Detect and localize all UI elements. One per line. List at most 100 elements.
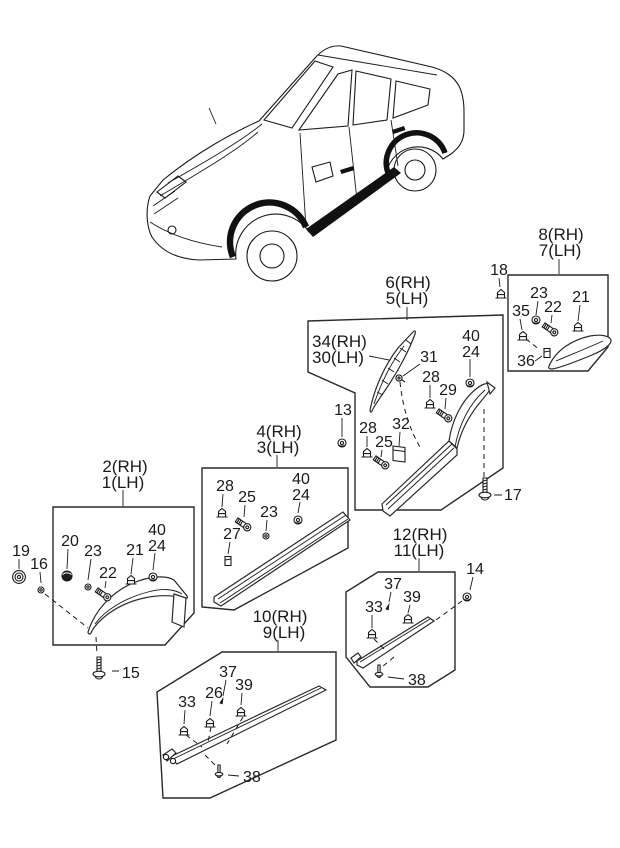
callout-33: 33: [365, 599, 383, 616]
callout-26: 26: [205, 685, 223, 702]
screw-icon: [94, 586, 113, 603]
group-front-fender-garnish: 2(RH) 1(LH) 19 16 20 23 22 21 40 24 15: [12, 457, 195, 682]
callout-40: 40: [292, 471, 310, 488]
callout-19: 19: [12, 543, 30, 560]
car-door-handles: [340, 126, 406, 174]
arch-flare-tip: [486, 380, 496, 396]
bolt-icon: [92, 656, 106, 680]
clip-icon: [215, 507, 229, 518]
sill-molding-part: [356, 616, 436, 669]
group-label-9lh: 9(LH): [263, 623, 306, 642]
fender-flare-tab: [171, 593, 187, 628]
group-box: [201, 467, 349, 611]
car-quarter-window: [392, 80, 431, 119]
callout-38: 38: [408, 672, 426, 689]
clip-icon: [177, 725, 191, 736]
callout-38: 38: [243, 769, 261, 786]
car-rear-wheel-hub: [404, 159, 426, 181]
pillar-molding-hatch: [373, 339, 412, 405]
car-front-door-window: [297, 69, 353, 131]
group-box: [156, 651, 337, 799]
group-label-5lh: 5(LH): [386, 289, 429, 308]
leader-lines: [221, 493, 301, 555]
car-rear-door-window: [352, 70, 392, 126]
leader-lines: [341, 359, 502, 496]
dashed-link: [44, 593, 98, 656]
group-label-2rh: 2(RH): [102, 457, 147, 476]
sill-tip-clip: [169, 757, 177, 765]
callout-33: 33: [178, 694, 196, 711]
car-front-arch-molding-black: [226, 199, 310, 259]
fender-flare-part: [87, 576, 188, 635]
callout-39: 39: [403, 589, 421, 606]
door-molding-face-lines: [385, 443, 455, 510]
callout-40: 40: [462, 328, 480, 345]
vehicle-illustration: [146, 45, 465, 282]
clip-icon: [124, 574, 138, 585]
dashed-link: [399, 381, 485, 481]
car-fog-lamp: [167, 225, 177, 235]
leader-lines: [368, 355, 390, 361]
callout-15: 15: [122, 665, 140, 682]
push-pin-icon: [61, 570, 73, 582]
sill-tip-clip: [162, 753, 170, 761]
callout-21: 21: [572, 289, 590, 306]
car-antenna: [208, 107, 217, 125]
callout-17: 17: [504, 487, 522, 504]
clip-icon: [571, 321, 585, 332]
callout-37: 37: [219, 664, 237, 681]
nut-icon: [148, 572, 158, 582]
car-rocker-molding-black: [306, 167, 401, 237]
car-front-wheel-hub: [259, 243, 285, 269]
group-label-8rh: 8(RH): [538, 225, 583, 244]
dashed-link: [373, 600, 463, 668]
car-body-outline: [146, 45, 465, 261]
clip-icon: [423, 398, 437, 409]
callout-27: 27: [223, 526, 241, 543]
callout-25: 25: [238, 489, 256, 506]
group-front-sill-molding: 10(RH) 9(LH) 37 39 26 33 38: [156, 607, 337, 799]
car-mirror: [311, 161, 334, 183]
group-label-4rh: 4(RH): [256, 422, 301, 441]
group-front-door-molding: 4(RH) 3(LH) 28 25 23 27 40 24: [201, 422, 351, 611]
group-quarter-garnish: 8(RH) 7(LH) 18 23 35 22 21 36: [490, 225, 612, 372]
leader-lines: [498, 277, 581, 362]
pad-icon: [392, 445, 406, 463]
callout-32: 32: [392, 416, 410, 433]
car-hood-creases: [159, 123, 263, 197]
callout-23: 23: [530, 285, 548, 302]
group-label-10rh: 10(RH): [253, 607, 308, 626]
quarter-garnish-face-line: [555, 340, 604, 362]
clip-icon: [401, 613, 415, 624]
sill-end-flange: [350, 652, 362, 664]
car-rear-wheel: [393, 148, 437, 192]
clip-icon: [494, 288, 508, 299]
bracket-icon: [224, 555, 232, 567]
screw-icon: [541, 321, 560, 338]
callout-24: 24: [148, 538, 166, 555]
callout-29: 29: [439, 382, 457, 399]
callout-40: 40: [148, 522, 166, 539]
group-rear-sill-molding: 12(RH) 11(LH) 37 39 33 38 14: [345, 525, 484, 689]
leader-lines: [371, 576, 474, 680]
car-headlight: [156, 175, 187, 199]
leader-lines: [18, 548, 156, 672]
callout-23: 23: [84, 543, 102, 560]
group-label-30lh: 30(LH): [312, 348, 364, 367]
group-label-34rh: 34(RH): [312, 332, 367, 351]
callout-13: 13: [334, 402, 352, 419]
car-grille-lines: [149, 190, 223, 248]
group-box: [52, 506, 195, 646]
callout-28: 28: [422, 369, 440, 386]
group-label-11lh: 11(LH): [394, 541, 445, 560]
callout-24: 24: [462, 344, 480, 361]
callout-14: 14: [466, 561, 484, 578]
callout-36: 36: [517, 353, 535, 370]
group-label-3lh: 3(LH): [257, 438, 300, 457]
door-molding-part: [213, 511, 351, 607]
nut-icon: [37, 586, 45, 594]
group-label-7lh: 7(LH): [539, 241, 582, 260]
sill-molding-face-line: [359, 618, 431, 663]
callout-24: 24: [292, 487, 310, 504]
screw-icon: [435, 407, 454, 424]
